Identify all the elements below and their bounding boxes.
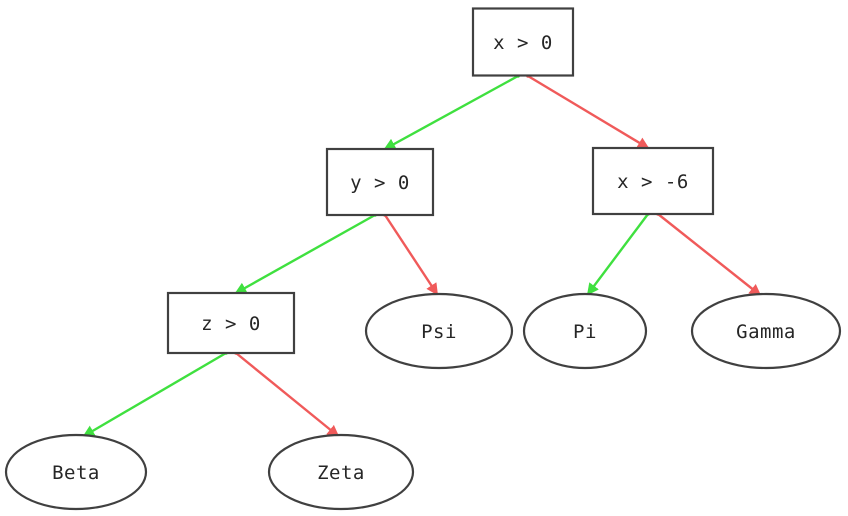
node-rect bbox=[325, 147, 435, 217]
node-label: x > 0 bbox=[493, 32, 553, 54]
node-rect bbox=[471, 7, 575, 77]
tree-edge-true bbox=[82, 351, 228, 438]
decision-node-x_gt_neg6[interactable]: x > -6 bbox=[591, 146, 715, 216]
tree-edge-false bbox=[656, 212, 762, 297]
edge-line-y-false bbox=[383, 214, 439, 296]
node-ellipse bbox=[364, 292, 514, 370]
tree-edge-false bbox=[383, 213, 439, 296]
edges-layer bbox=[82, 74, 762, 438]
tree-edge-true bbox=[383, 74, 520, 151]
leaf-node-gamma[interactable]: Gamma bbox=[690, 292, 842, 370]
edge-line-root-false bbox=[527, 74, 650, 150]
decision-node-y_gt_0[interactable]: y > 0 bbox=[325, 147, 435, 217]
node-label: Pi bbox=[573, 321, 597, 343]
leaf-node-zeta[interactable]: Zeta bbox=[267, 433, 415, 511]
node-label: Gamma bbox=[736, 321, 796, 343]
tree-edge-false bbox=[526, 74, 650, 150]
leaf-node-beta[interactable]: Beta bbox=[4, 433, 148, 511]
leaf-node-pi[interactable]: Pi bbox=[522, 292, 648, 370]
edge-line-x6-true bbox=[586, 213, 649, 296]
tree-edge-true bbox=[586, 212, 650, 296]
edge-line-root-true bbox=[383, 74, 519, 151]
node-label: y > 0 bbox=[350, 172, 410, 194]
node-label: Zeta bbox=[317, 462, 365, 484]
node-ellipse bbox=[267, 433, 415, 511]
decision-node-z_gt_0[interactable]: z > 0 bbox=[166, 291, 296, 355]
node-ellipse bbox=[690, 292, 842, 370]
node-label: x > -6 bbox=[617, 171, 689, 193]
tree-edge-false bbox=[234, 351, 340, 438]
node-ellipse bbox=[522, 292, 648, 370]
edge-line-z-true bbox=[82, 351, 227, 438]
edge-line-y-true bbox=[234, 213, 376, 295]
node-label: Psi bbox=[421, 321, 457, 343]
node-rect bbox=[166, 291, 296, 355]
decision-node-root[interactable]: x > 0 bbox=[471, 7, 575, 77]
edge-line-x6-false bbox=[657, 213, 762, 297]
edge-line-z-false bbox=[235, 352, 340, 438]
leaf-node-psi[interactable]: Psi bbox=[364, 292, 514, 370]
node-rect bbox=[591, 146, 715, 216]
node-ellipse bbox=[4, 433, 148, 511]
node-label: z > 0 bbox=[201, 313, 261, 335]
tree-edge-true bbox=[234, 213, 377, 295]
node-label: Beta bbox=[52, 462, 100, 484]
